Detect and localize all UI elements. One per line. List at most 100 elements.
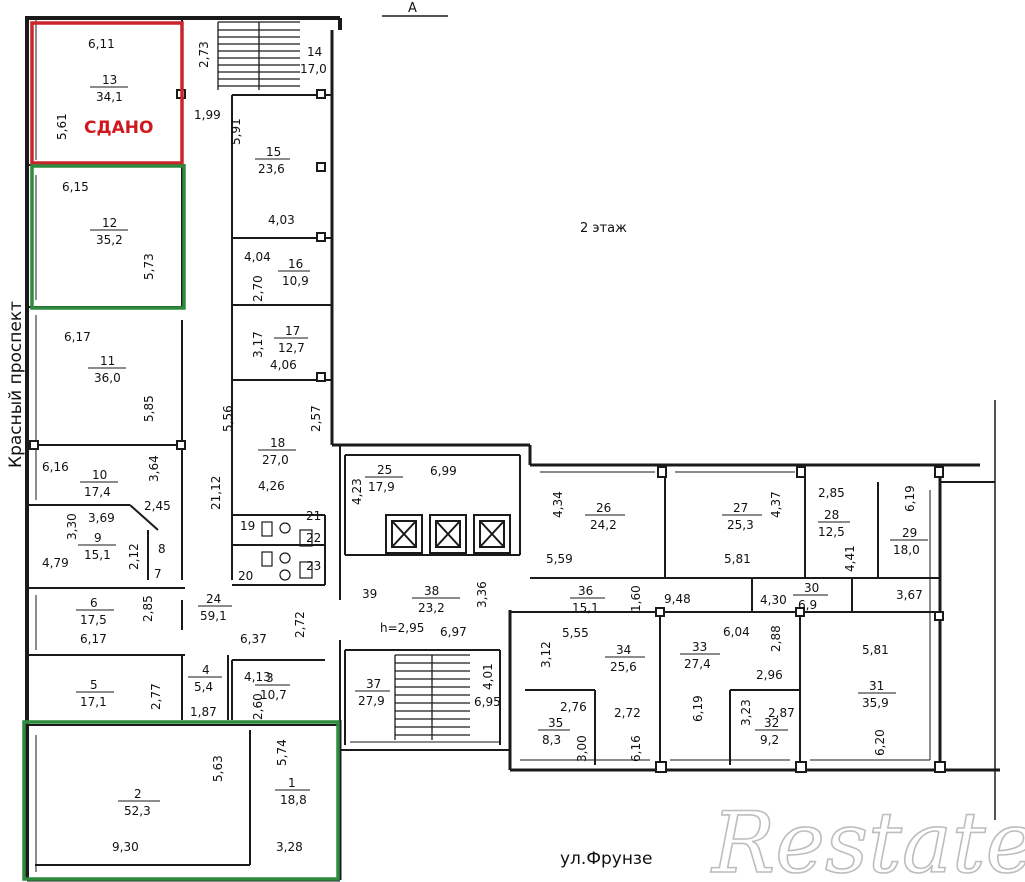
dimension: 6,97 [440, 625, 467, 639]
room-5-number: 5 [90, 678, 98, 692]
dimension: 6,37 [240, 632, 267, 646]
dimension: 2,72 [293, 611, 307, 638]
dimension: 1,60 [629, 585, 643, 612]
room-13-area: 34,1 [96, 90, 123, 104]
room-6-number: 6 [90, 596, 98, 610]
dimension: 5,61 [55, 113, 69, 140]
dimension: 2,70 [251, 275, 265, 302]
room-18-number: 18 [270, 436, 285, 450]
room-34-number: 34 [616, 643, 631, 657]
dimension: 1,99 [194, 108, 221, 122]
room-14-number: 14 [307, 45, 322, 59]
room-37-number: 37 [366, 677, 381, 691]
room-26-number: 26 [596, 501, 611, 515]
dimension: 4,01 [481, 663, 495, 690]
room-30-number: 30 [804, 581, 819, 595]
dimension: 6,19 [691, 695, 705, 722]
room-3-area: 10,7 [260, 688, 287, 702]
dimension: 6,17 [80, 632, 107, 646]
room-26-area: 24,2 [590, 518, 617, 532]
room-24-number: 24 [206, 592, 221, 606]
room-20-number: 20 [238, 569, 253, 583]
room-36-number: 36 [578, 584, 593, 598]
dimension: 5,59 [546, 552, 573, 566]
dimension: 21,12 [209, 476, 223, 510]
room-35-number: 35 [548, 716, 563, 730]
room-29-area: 18,0 [893, 543, 920, 557]
dimension: 9,48 [664, 592, 691, 606]
room-10-number: 10 [92, 468, 107, 482]
columns [29, 89, 946, 773]
dimension: 6,15 [62, 180, 89, 194]
dimension: 3,36 [475, 581, 489, 608]
dimension: 2,72 [614, 706, 641, 720]
room-10-area: 17,4 [84, 485, 111, 499]
room-22-number: 22 [306, 531, 321, 545]
room-3-number: 3 [266, 671, 274, 685]
dimension: 4,04 [244, 250, 271, 264]
dimension: 2,77 [149, 683, 163, 710]
ceiling-height: h=2,95 [380, 621, 424, 635]
room-35-area: 8,3 [542, 733, 561, 747]
room-27-number: 27 [733, 501, 748, 515]
dimension: 5,73 [142, 253, 156, 280]
dimension: 2,85 [141, 595, 155, 622]
room-30-area: 6,9 [798, 598, 817, 612]
street-bottom: ул.Фрунзе [560, 849, 652, 869]
dimension: 4,06 [270, 358, 297, 372]
dimension: 6,11 [88, 37, 115, 51]
dimension: 2,12 [127, 543, 141, 570]
dimension: 6,20 [873, 729, 887, 756]
room-1-area: 18,8 [280, 793, 307, 807]
room-7-number: 7 [154, 567, 162, 581]
dimension: 2,87 [768, 706, 795, 720]
dimension: 3,30 [65, 513, 79, 540]
room-4-area: 5,4 [194, 680, 213, 694]
dimension: 3,69 [88, 511, 115, 525]
dimension: 2,85 [818, 486, 845, 500]
room-31-number: 31 [869, 679, 884, 693]
dimension: 5,81 [862, 643, 889, 657]
room-8-number: 8 [158, 542, 166, 556]
room-13-number: 13 [102, 73, 117, 87]
dimension: 5,55 [562, 626, 589, 640]
room-34-area: 25,6 [610, 660, 637, 674]
dimension: 9,30 [112, 840, 139, 854]
room-32-number: 32 [764, 716, 779, 730]
dimension-labels: 6,11 5,61 2,73 1,99 5,91 4,03 6,15 5,73 … [42, 37, 923, 854]
dimension: 4,03 [268, 213, 295, 227]
room-12-number: 12 [102, 216, 117, 230]
available-highlight-1-2 [22, 720, 340, 881]
room-29-number: 29 [902, 526, 917, 540]
dimension: 5,91 [229, 118, 243, 145]
dimension: 3,28 [276, 840, 303, 854]
dimension: 3,17 [251, 331, 265, 358]
partitions [27, 20, 940, 866]
staircase-top [217, 21, 300, 90]
room-28-number: 28 [824, 508, 839, 522]
dimension: 6,16 [629, 735, 643, 762]
room-12-area: 35,2 [96, 233, 123, 247]
dimension: 4,34 [551, 491, 565, 518]
available-highlight-12 [30, 164, 186, 310]
axis-letter: A [408, 1, 417, 16]
room-24-area: 59,1 [200, 609, 227, 623]
room-31-area: 35,9 [862, 696, 889, 710]
room-39-number: 39 [362, 587, 377, 601]
dimension: 5,81 [724, 552, 751, 566]
dimension: 3,12 [539, 641, 553, 668]
dimension: 2,88 [769, 625, 783, 652]
dimension: 5,56 [221, 405, 235, 432]
dimension: 6,17 [64, 330, 91, 344]
room-9-number: 9 [94, 531, 102, 545]
dimension: 4,41 [843, 545, 857, 572]
room-33-number: 33 [692, 640, 707, 654]
dimension: 5,85 [142, 395, 156, 422]
room-11-number: 11 [100, 354, 115, 368]
room-25-area: 17,9 [368, 480, 395, 494]
dimension: 6,19 [903, 485, 917, 512]
room-38-area: 23,2 [418, 601, 445, 615]
room-19-number: 19 [240, 519, 255, 533]
room-23-number: 23 [306, 559, 321, 573]
